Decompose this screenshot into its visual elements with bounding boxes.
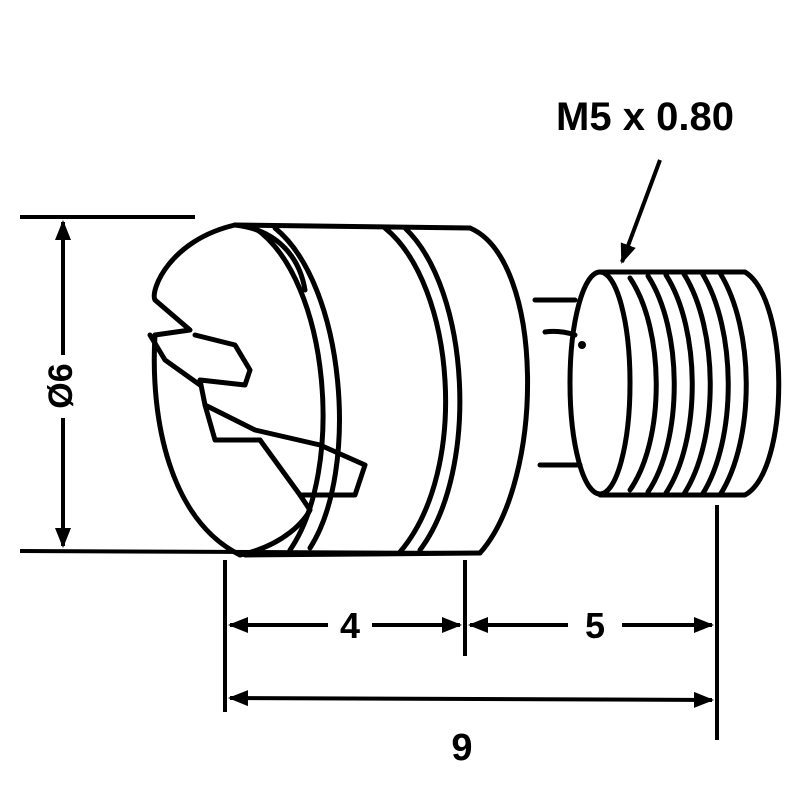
diameter-dimension: Ø6 [42, 220, 80, 548]
screw-body [147, 222, 782, 558]
thread-label: M5 x 0.80 [556, 95, 734, 139]
head-length-label: 4 [340, 605, 360, 646]
length-dimensions: 4 5 9 [228, 605, 714, 769]
thread-length-label: 5 [585, 605, 605, 646]
total-length-label: 9 [451, 727, 472, 769]
thread-callout: M5 x 0.80 [556, 95, 734, 264]
extension-lines [19, 215, 719, 740]
diameter-label: Ø6 [42, 363, 80, 408]
